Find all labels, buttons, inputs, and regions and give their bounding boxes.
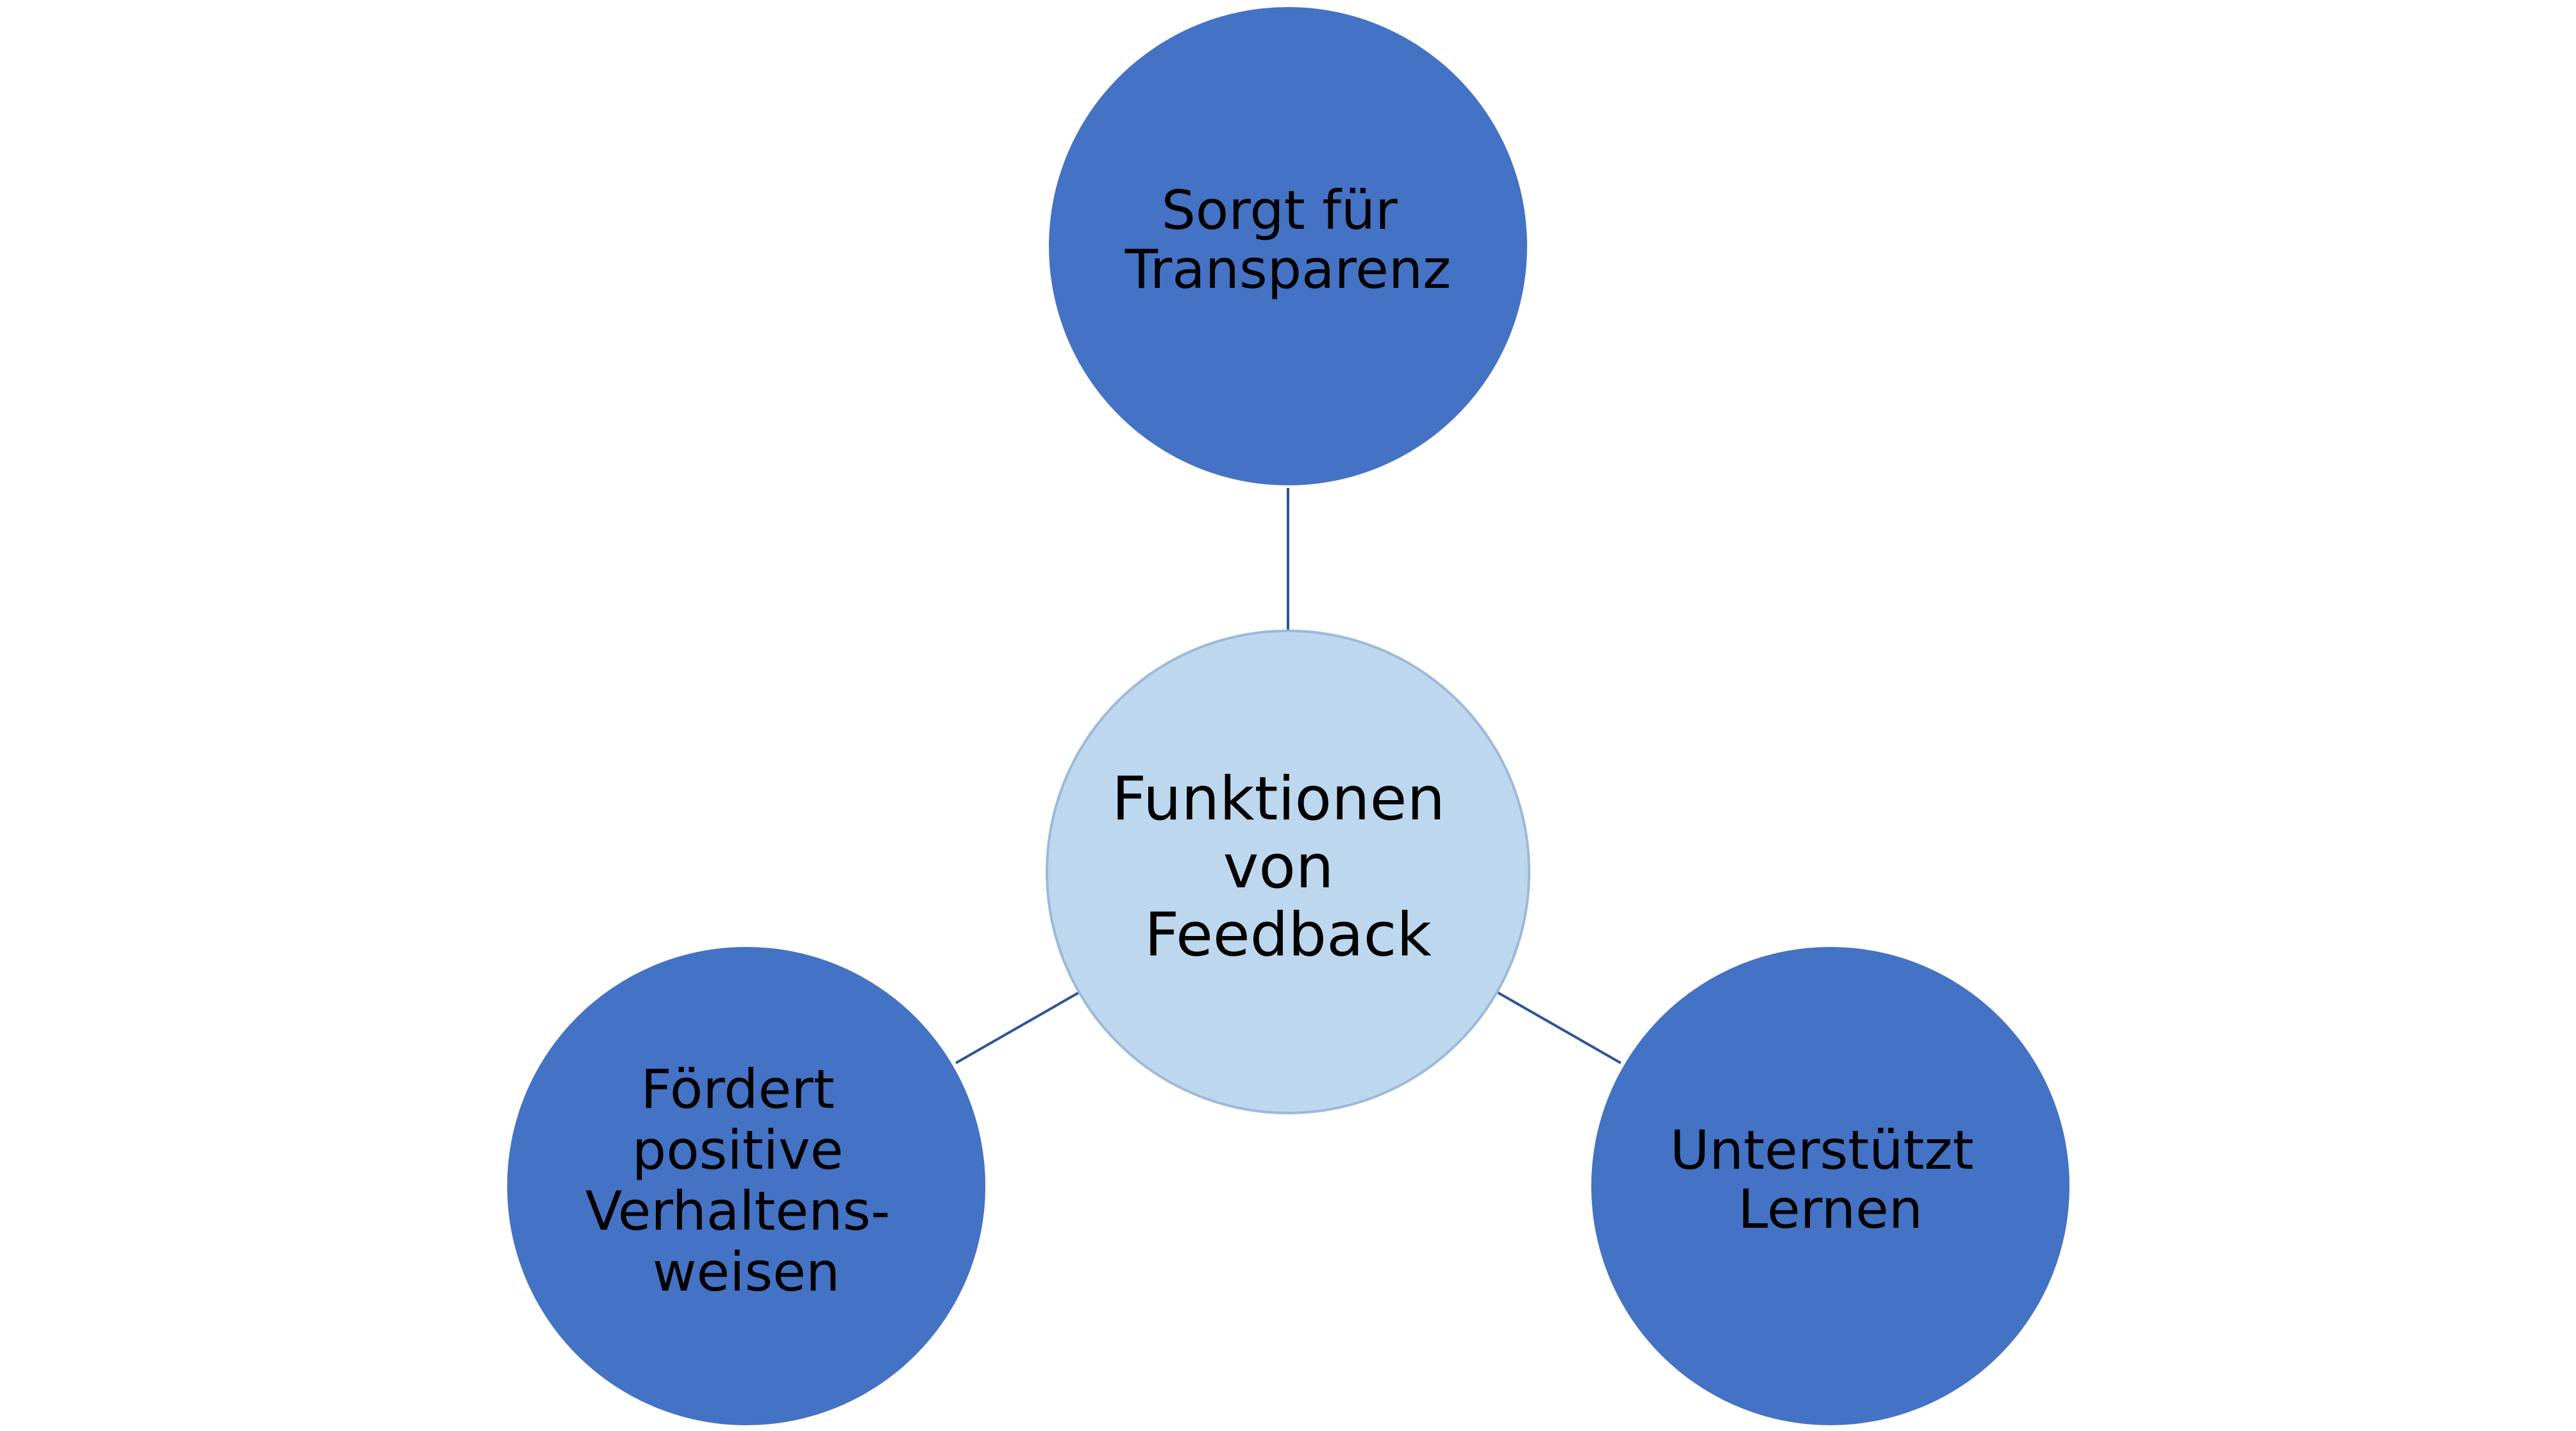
left-node: Fördert positive Verhaltens- weisen xyxy=(507,947,985,1425)
center-label-line-3: Feedback xyxy=(1144,900,1432,970)
right-circle xyxy=(1591,947,2070,1425)
center-circle xyxy=(1046,630,1530,1114)
top-label-line-2: Transparenz xyxy=(1125,238,1451,301)
center-node: Funktionen von Feedback xyxy=(1046,630,1530,1114)
left-label: Fördert positive Verhaltens- weisen xyxy=(585,1058,907,1303)
left-label-line-2: positive xyxy=(632,1119,843,1182)
left-label-line-1: Fördert xyxy=(641,1058,835,1121)
right-node: Unterstützt Lernen xyxy=(1591,947,2070,1425)
top-label: Sorgt für Transparenz xyxy=(1125,179,1451,301)
right-label: Unterstützt Lernen xyxy=(1670,1119,1991,1241)
connector-left xyxy=(955,991,1080,1064)
connector-right xyxy=(1497,991,1621,1064)
top-node: Sorgt für Transparenz xyxy=(1049,7,1527,485)
center-label: Funktionen von Feedback xyxy=(1112,764,1464,970)
left-label-line-3: Verhaltens- xyxy=(585,1180,891,1243)
center-label-line-2: von xyxy=(1223,832,1334,902)
left-circle xyxy=(507,947,985,1425)
left-label-line-4: weisen xyxy=(653,1241,840,1303)
center-label-line-1: Funktionen xyxy=(1112,764,1445,834)
right-label-line-1: Unterstützt xyxy=(1670,1119,1974,1182)
top-label-line-1: Sorgt für xyxy=(1162,179,1398,242)
right-label-line-2: Lernen xyxy=(1738,1178,1923,1241)
top-circle xyxy=(1049,7,1527,485)
